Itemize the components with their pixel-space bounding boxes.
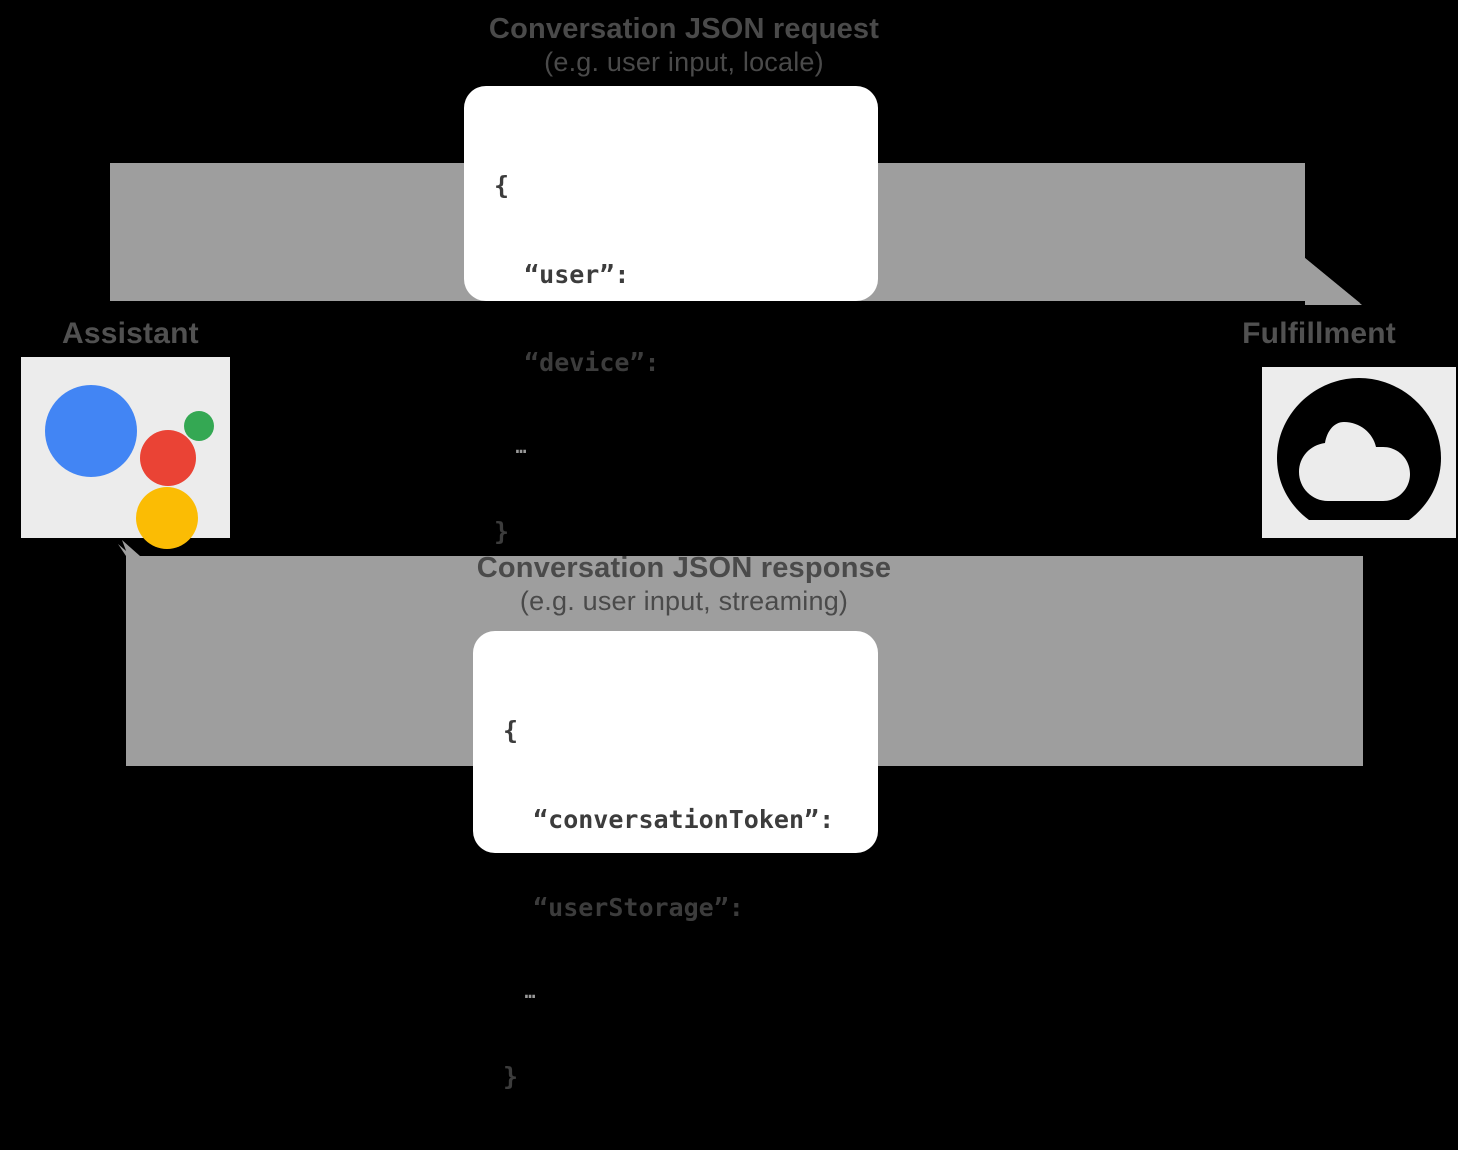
assistant-dot-green <box>183 411 214 441</box>
request-json-bubble: { “user”: “device”: … } <box>464 86 878 546</box>
request-caption-title: Conversation JSON request <box>488 13 880 45</box>
assistant-label: Assistant <box>62 317 199 350</box>
request-json-key-device: “device”: <box>524 348 660 377</box>
request-json-close-brace: } <box>494 516 510 546</box>
response-json-bubble: { “conversationToken”: “userStorage”: … … <box>473 631 878 1091</box>
request-json-key-user: “user”: <box>524 259 630 289</box>
request-caption: Conversation JSON request (e.g. user inp… <box>0 14 1458 76</box>
request-json-ellipsis: … <box>515 436 528 458</box>
cloud-icon <box>1277 377 1441 520</box>
response-caption: Conversation JSON response (e.g. user in… <box>0 553 1458 615</box>
google-assistant-logo-icon <box>41 375 214 549</box>
request-json-open-brace: { <box>494 171 510 200</box>
response-json-key-conversation-token: “conversationToken”: <box>533 804 835 834</box>
response-json-ellipsis: … <box>524 981 537 1003</box>
assistant-dot-blue <box>44 385 137 477</box>
diagram-canvas: Conversation JSON request (e.g. user inp… <box>0 13 1458 1091</box>
request-caption-subtitle: (e.g. user input, locale) <box>544 46 824 77</box>
fulfillment-label: Fulfillment <box>1242 317 1396 350</box>
assistant-tile[interactable] <box>21 357 230 549</box>
response-caption-subtitle: (e.g. user input, streaming) <box>519 585 849 616</box>
assistant-dot-yellow <box>135 487 198 549</box>
response-caption-title: Conversation JSON response <box>476 552 892 584</box>
assistant-dot-red <box>139 430 196 486</box>
response-json-open-brace: { <box>503 716 519 745</box>
response-json-close-brace: } <box>503 1061 519 1091</box>
response-json-key-user-storage: “userStorage”: <box>533 893 744 922</box>
fulfillment-tile[interactable] <box>1262 367 1456 538</box>
